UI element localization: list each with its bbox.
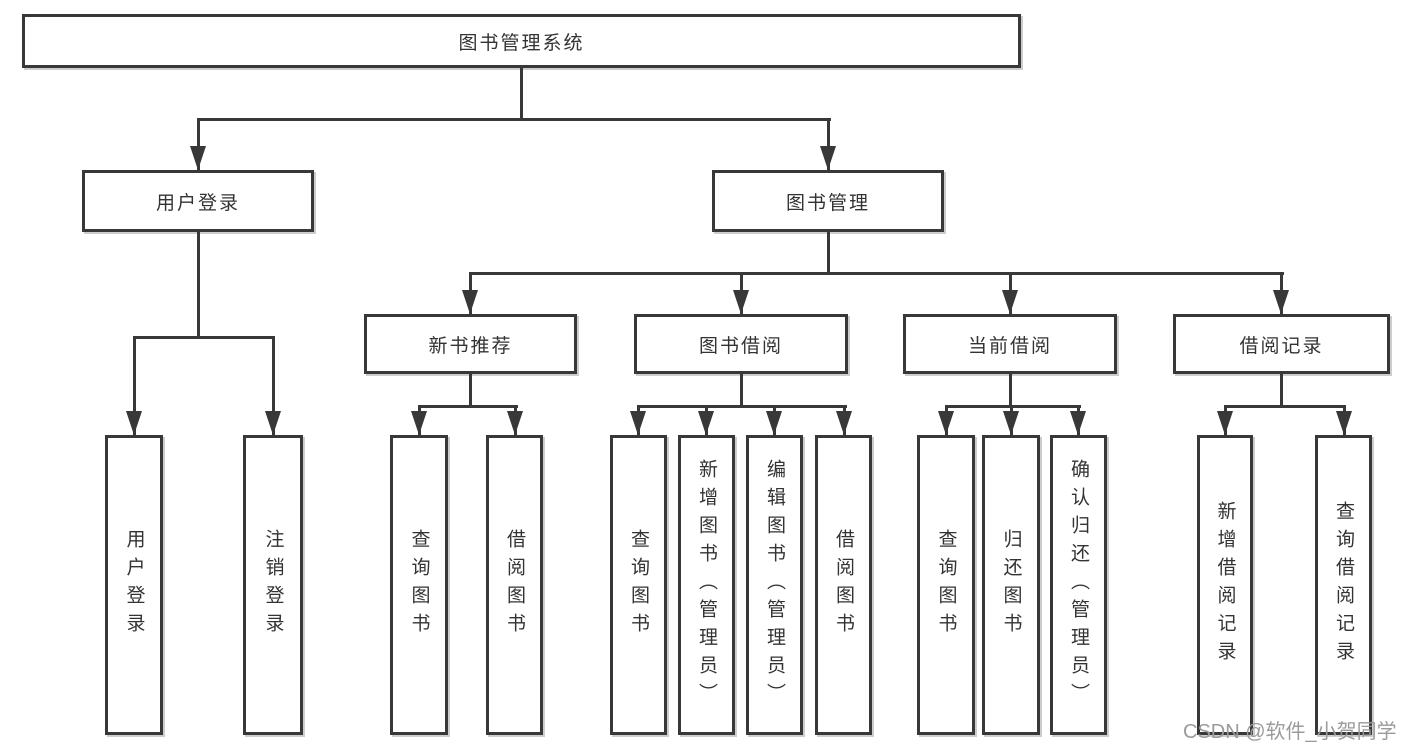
leaf-borrow-edit-book-admin: 编辑图书（管理员） [746, 435, 803, 735]
arrowhead-down [938, 411, 954, 435]
connector-line [197, 118, 831, 121]
leaf-current-query-book: 查询图书 [917, 435, 975, 735]
arrowhead-down [507, 411, 523, 435]
arrowhead-down [190, 146, 206, 170]
leaf-recommend-borrow-book: 借阅图书 [486, 435, 543, 735]
connector-line [469, 272, 1284, 275]
connector-line [1280, 374, 1283, 405]
arrowhead-down [1273, 290, 1289, 314]
node-borrow-record: 借阅记录 [1173, 314, 1390, 374]
node-book-mgmt: 图书管理 [712, 170, 944, 232]
leaf-current-return-book: 归还图书 [982, 435, 1040, 735]
leaf-current-confirm-return-admin: 确认归还（管理员） [1050, 435, 1107, 735]
connector-line [1224, 405, 1346, 408]
node-root: 图书管理系统 [22, 14, 1021, 68]
connector-line [520, 68, 523, 118]
arrowhead-down [836, 411, 852, 435]
arrowhead-down [462, 290, 478, 314]
leaf-borrow-add-book-admin: 新增图书（管理员） [678, 435, 735, 735]
connector-line [133, 336, 275, 339]
arrowhead-down [1217, 411, 1233, 435]
arrowhead-down [820, 146, 836, 170]
node-user-login: 用户登录 [82, 170, 314, 232]
connector-line [740, 374, 743, 405]
arrowhead-down [1336, 411, 1352, 435]
leaf-borrow-borrow-book: 借阅图书 [815, 435, 872, 735]
arrowhead-down [126, 411, 142, 435]
arrowhead-down [630, 411, 646, 435]
leaf-record-query-borrow-record: 查询借阅记录 [1315, 435, 1372, 735]
connector-line [197, 232, 200, 336]
arrowhead-down [265, 411, 281, 435]
leaf-borrow-query-book: 查询图书 [610, 435, 667, 735]
arrowhead-down [1070, 411, 1086, 435]
arrowhead-down [766, 411, 782, 435]
arrowhead-down [698, 411, 714, 435]
connector-line [197, 118, 200, 170]
leaf-user-login: 用户登录 [105, 435, 163, 735]
leaf-logout: 注销登录 [243, 435, 303, 735]
connector-line [637, 405, 847, 408]
connector-line [827, 118, 830, 170]
node-current-borrow: 当前借阅 [903, 314, 1117, 374]
leaf-record-add-borrow-record: 新增借阅记录 [1197, 435, 1253, 735]
leaf-recommend-query-book: 查询图书 [390, 435, 448, 735]
arrowhead-down [1003, 411, 1019, 435]
node-new-book-recommend: 新书推荐 [364, 314, 577, 374]
arrowhead-down [411, 411, 427, 435]
connector-line [133, 336, 136, 435]
connector-line [827, 232, 830, 272]
connector-line [945, 405, 1081, 408]
connector-line [1009, 374, 1012, 405]
csdn-watermark: CSDN @软件_小贺同学 [1183, 721, 1397, 743]
arrowhead-down [733, 290, 749, 314]
connector-line [272, 336, 275, 435]
connector-line [418, 405, 518, 408]
connector-line [469, 374, 472, 405]
arrowhead-down [1002, 290, 1018, 314]
node-book-borrow: 图书借阅 [634, 314, 848, 374]
